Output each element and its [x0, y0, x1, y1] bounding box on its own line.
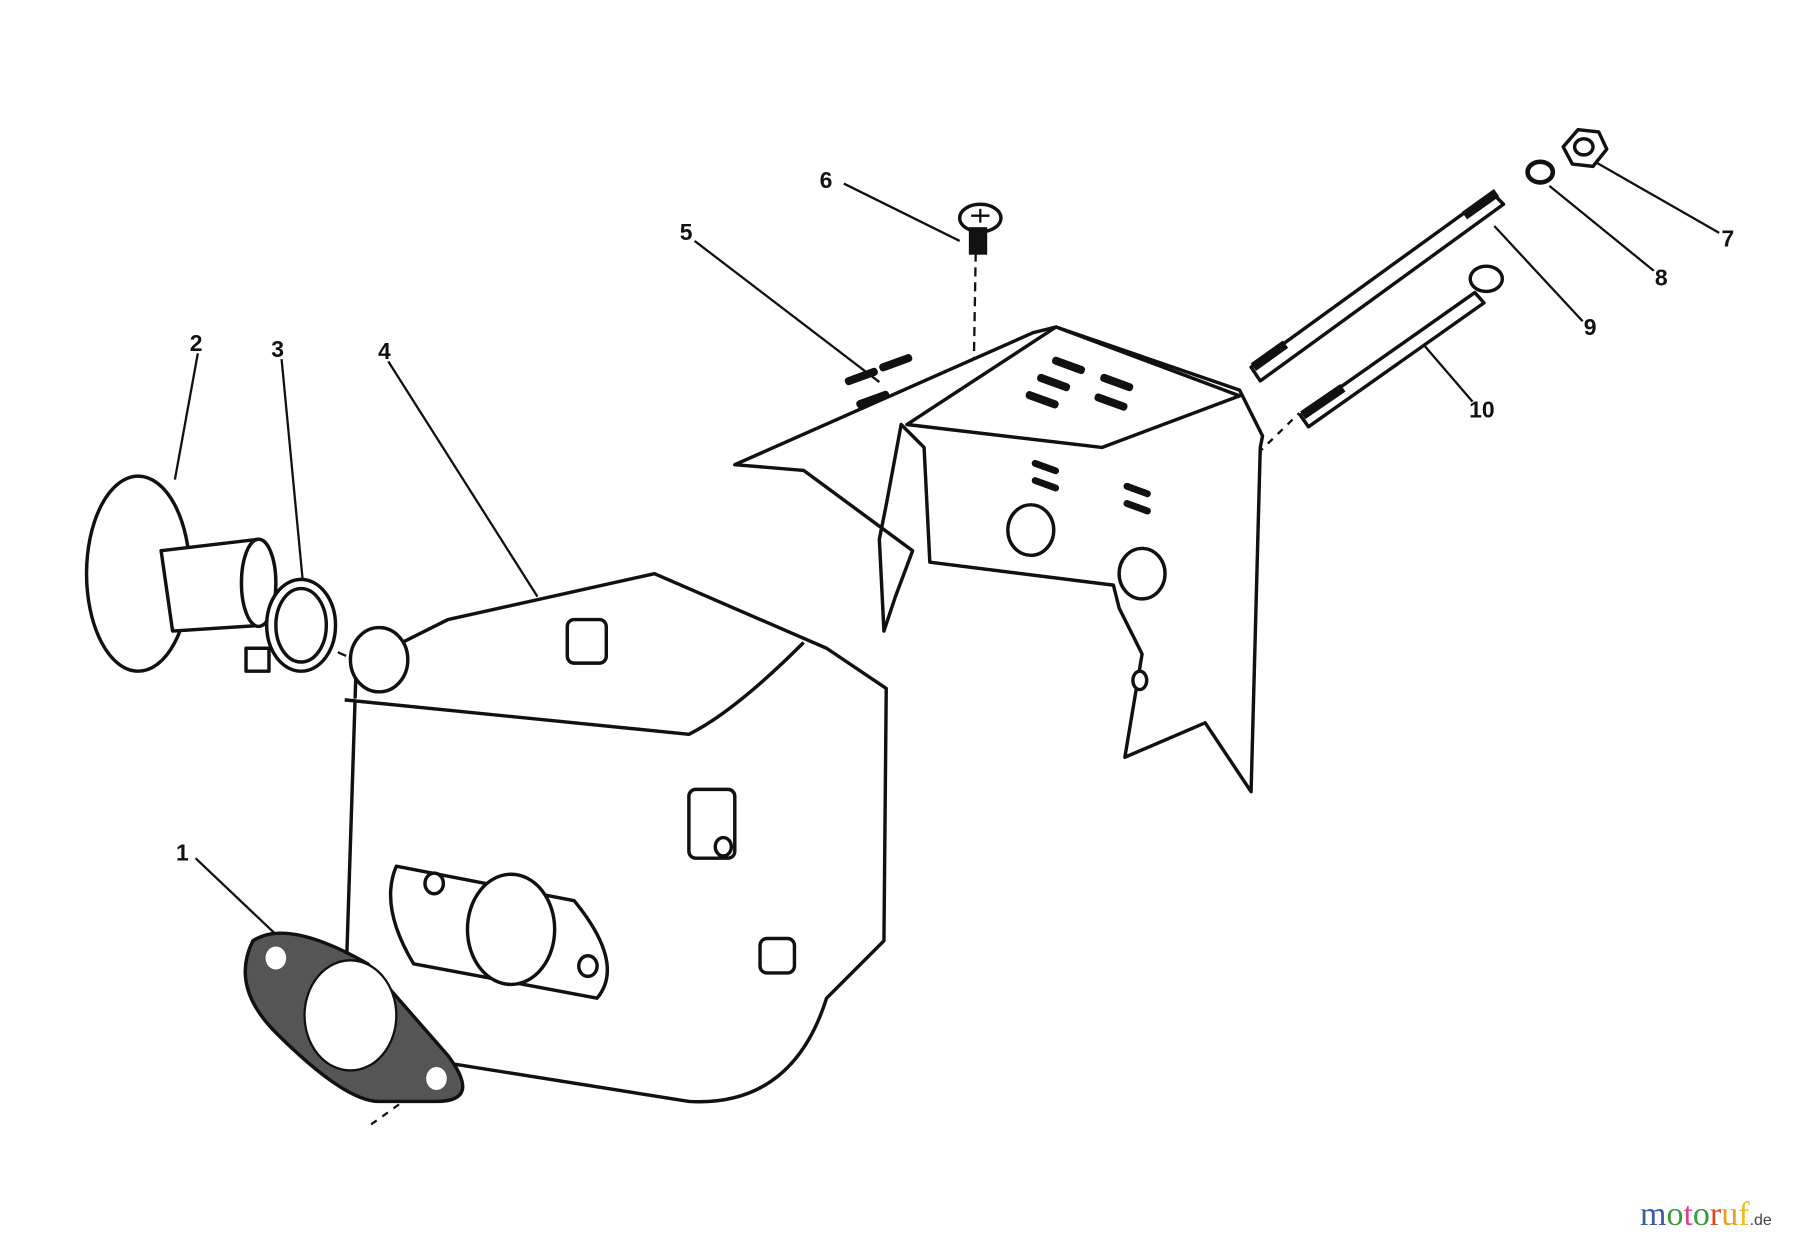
vent-slots — [844, 354, 1151, 515]
watermark-letter: u — [1721, 1196, 1739, 1233]
screw-part[interactable] — [957, 202, 1003, 255]
watermark-text: motoruf — [1640, 1196, 1750, 1233]
watermark-letter: o — [1666, 1196, 1684, 1233]
callout-7: 7 — [1721, 226, 1734, 252]
stud-part[interactable] — [1249, 189, 1506, 383]
watermark-logo: motoruf.de — [1640, 1196, 1772, 1234]
callout-8: 8 — [1655, 265, 1668, 291]
watermark-letter: t — [1683, 1196, 1693, 1233]
watermark-letter: f — [1738, 1196, 1750, 1233]
callout-1: 1 — [176, 839, 189, 865]
heat-shield-part[interactable] — [733, 325, 1265, 794]
callout-10: 10 — [1469, 397, 1495, 423]
watermark-letter: r — [1709, 1196, 1722, 1233]
watermark-suffix: .de — [1749, 1212, 1772, 1229]
lock-washer-part[interactable] — [1525, 159, 1556, 185]
muffler-part[interactable] — [342, 571, 888, 1104]
watermark-letter: o — [1692, 1196, 1710, 1233]
callout-numbers: 1 2 3 4 5 6 7 8 9 10 — [176, 167, 1734, 865]
callout-3: 3 — [271, 336, 284, 362]
bolt-part[interactable] — [1298, 264, 1505, 429]
deflector-part[interactable] — [84, 474, 278, 673]
nut-part[interactable] — [1561, 127, 1609, 169]
callout-5: 5 — [680, 219, 693, 245]
callout-2: 2 — [190, 330, 203, 356]
clamp-part[interactable] — [244, 577, 338, 673]
gasket-part[interactable] — [243, 931, 465, 1104]
callout-9: 9 — [1584, 314, 1597, 340]
callout-6: 6 — [820, 167, 833, 193]
callout-4: 4 — [378, 338, 391, 364]
watermark-letter: m — [1640, 1196, 1667, 1233]
